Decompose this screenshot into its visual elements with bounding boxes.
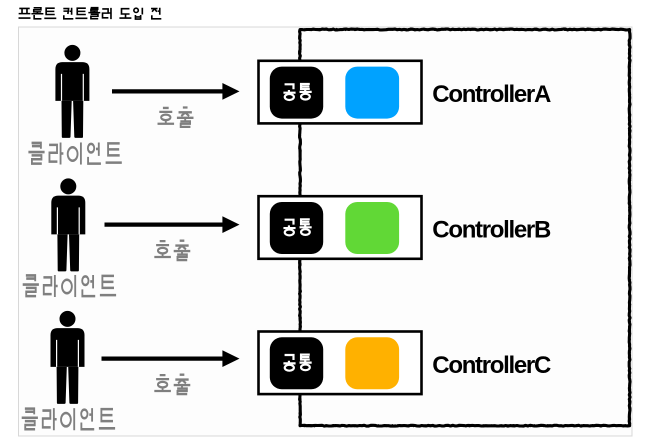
svg-text:ControllerB: ControllerB xyxy=(432,217,551,244)
svg-text:ControllerC: ControllerC xyxy=(432,352,551,379)
svg-text:ControllerA: ControllerA xyxy=(432,81,551,108)
